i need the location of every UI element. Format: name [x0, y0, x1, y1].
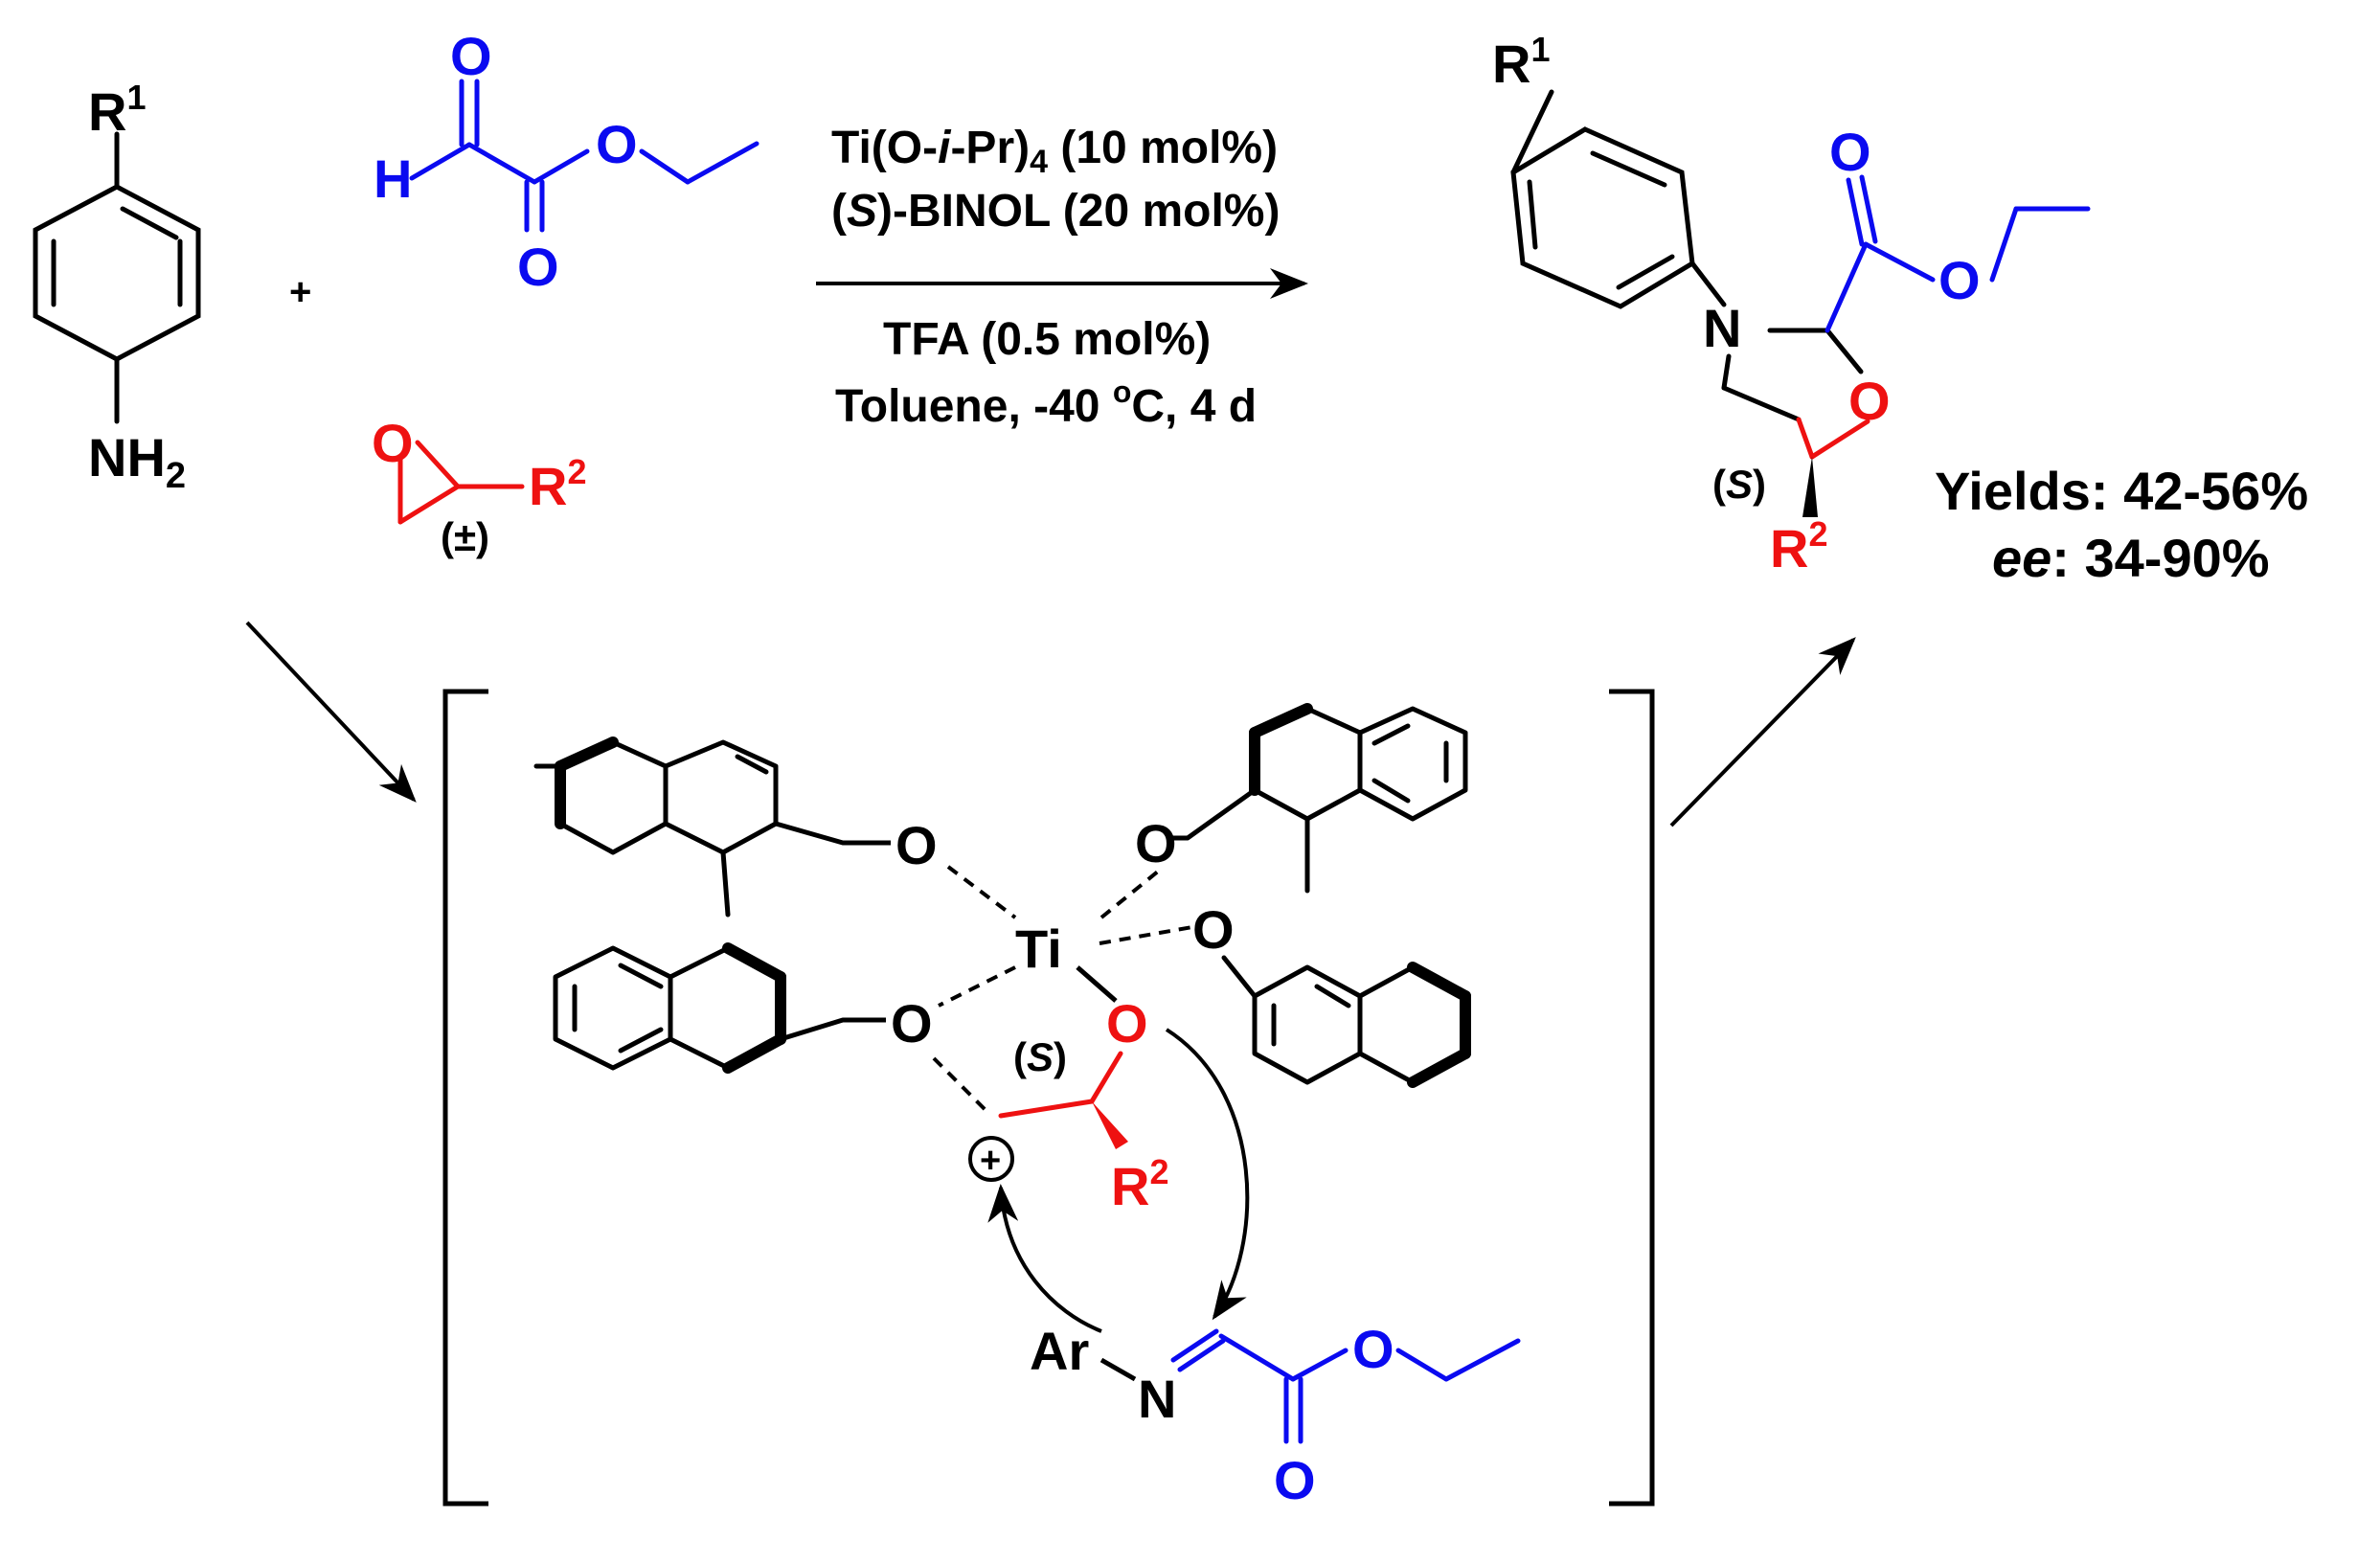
o-label-2: O	[1135, 813, 1177, 873]
ti-label: Ti	[1015, 918, 1062, 979]
ti-coordination-bonds	[932, 865, 1193, 1113]
opened-epoxide-bonds	[998, 1051, 1123, 1119]
imine-ester-oxygen-label: O	[1352, 1319, 1394, 1379]
product-ester-oxygen-label: O	[1938, 250, 1981, 310]
aniline-nh2-label: NH2	[88, 427, 186, 496]
intermediate-wedge-bond	[1092, 1101, 1128, 1149]
ti-epoxide-bond	[1076, 965, 1118, 1003]
curved-arrow-imine-to-cation	[987, 1184, 1102, 1333]
condition-solvent-temp-time: Toluene, -40 oC, 4 d	[835, 374, 1257, 432]
o-label-3: O	[1192, 899, 1235, 960]
curved-arrow-epoxide-to-imine	[1165, 1028, 1250, 1321]
epoxide-r2-label: R2	[529, 452, 586, 516]
product-stereo-label: (S)	[1712, 462, 1766, 507]
imine-nitrogen-label: N	[1138, 1369, 1176, 1429]
svg-text:O: O	[596, 114, 638, 174]
binol-right-inner-bonds	[1271, 723, 1449, 1047]
imine-carbonyl-oxygen-label: O	[1274, 1450, 1316, 1510]
carbocation-circle	[968, 1136, 1014, 1182]
o-label-4: O	[891, 993, 933, 1054]
ee-text: ee: 34-90%	[1992, 528, 2270, 588]
svg-text:O: O	[517, 237, 559, 297]
arrow-into-intermediate	[245, 621, 417, 803]
aniline-reactant	[33, 131, 201, 424]
epoxide-reactant	[397, 440, 525, 525]
intermediate-stereo-label: (S)	[1013, 1034, 1067, 1079]
intermediate-r2-label: R2	[1111, 1152, 1168, 1216]
ar-n-bond	[1099, 1357, 1137, 1382]
oxazolidine-red-bonds	[1796, 417, 1870, 460]
epoxide-open-oxygen-label: O	[1106, 993, 1148, 1054]
oxazolidine-ring	[1767, 328, 1864, 374]
racemic-label: (±)	[441, 514, 489, 559]
svg-text:O: O	[450, 26, 492, 86]
epoxide-oxygen-label: O	[372, 413, 414, 473]
left-bracket	[442, 689, 488, 1507]
product-ring-oxygen-label: O	[1848, 371, 1891, 431]
product-wedge-bond	[1802, 457, 1818, 517]
binol-left-inner-bonds	[572, 754, 769, 1054]
yields-text: Yields: 42-56%	[1935, 461, 2308, 521]
product-aryl-ring	[1510, 89, 1802, 422]
binol-left	[533, 739, 846, 1071]
product-nitrogen-label: N	[1703, 298, 1741, 358]
plus-sign: +	[289, 271, 311, 313]
glyoxylate-atom-labels: O H O O	[374, 26, 638, 297]
ethyl-glyoxylate-reactant	[409, 79, 759, 233]
o-label-1: O	[895, 815, 938, 875]
imine-ester-bonds	[1170, 1328, 1521, 1444]
product-carbonyl-oxygen-label: O	[1829, 122, 1871, 182]
product-r2-label: R2	[1770, 514, 1827, 578]
right-bracket	[1609, 689, 1655, 1507]
aniline-r1-label: R1	[88, 78, 146, 142]
carbocation-plus: +	[980, 1141, 1001, 1181]
arrow-to-product	[1669, 637, 1856, 827]
condition-catalyst: Ti(O-i-Pr)4 (10 mol%)	[831, 123, 1278, 180]
binol-left-bold-bonds	[555, 737, 786, 1074]
ar-label: Ar	[1030, 1321, 1089, 1381]
product-ester-group	[1825, 174, 2091, 333]
binol-right	[1185, 706, 1468, 1085]
product-r1-label: R1	[1492, 30, 1550, 94]
condition-ligand: (S)-BINOL (20 mol%)	[831, 186, 1280, 237]
condition-additive: TFA (0.5 mol%)	[883, 314, 1211, 365]
svg-text:H: H	[374, 148, 412, 209]
binol-right-bold-bonds	[1249, 703, 1471, 1088]
intermediate-atom-labels: Ti O O O O	[891, 813, 1235, 1054]
